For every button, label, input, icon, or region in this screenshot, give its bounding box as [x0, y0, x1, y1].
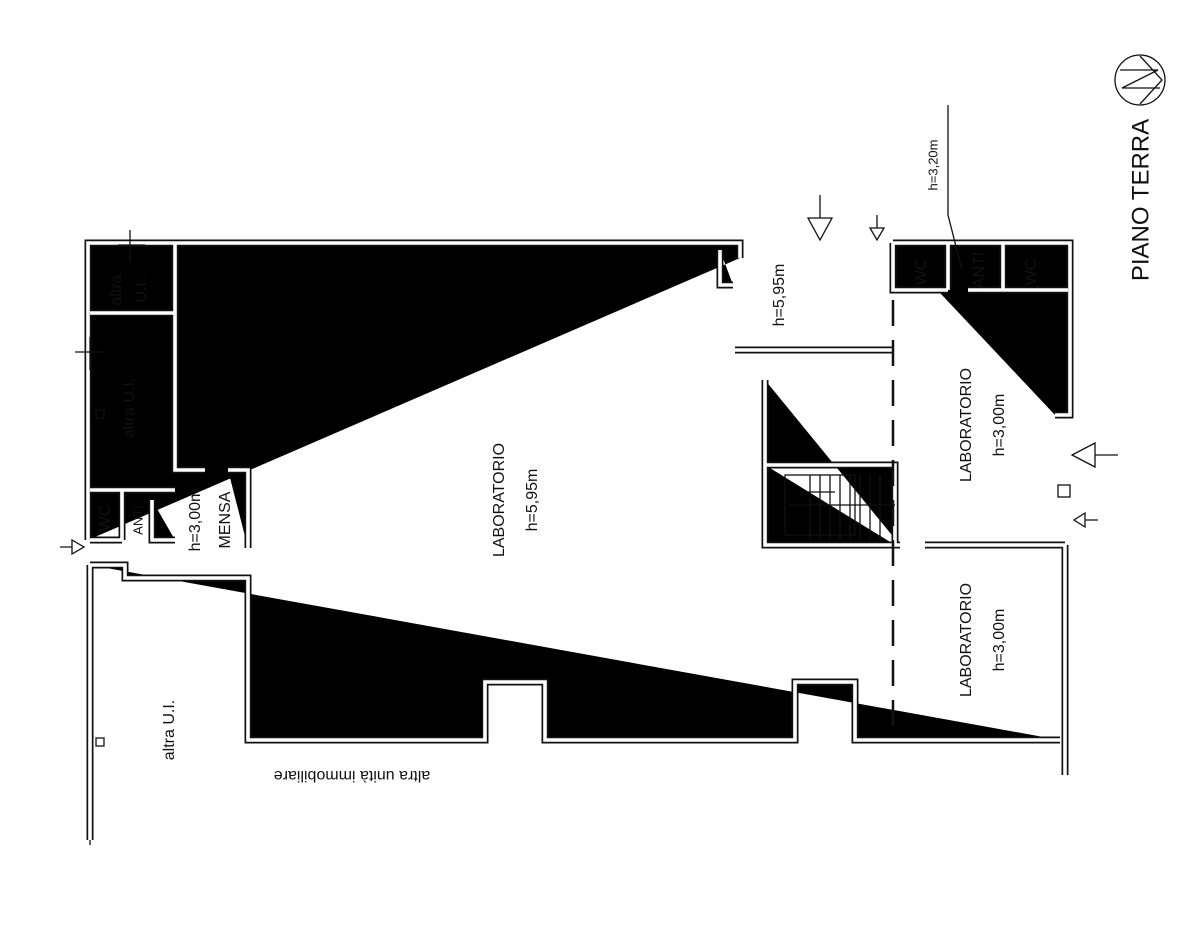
- room-lab-main: LABORATORIO: [491, 443, 508, 557]
- room-wc-right-2: WC: [1023, 259, 1040, 286]
- room-wc-right-1: WC: [913, 259, 930, 286]
- room-wc-left: WC: [97, 505, 114, 532]
- room-mensa: MENSA: [217, 491, 234, 548]
- room-lab-right-bottom-height: h=3,00m: [991, 609, 1008, 672]
- room-altra-mid: altra U.I.: [121, 378, 138, 438]
- walls: [88, 243, 1070, 840]
- room-anti-left: ANTI: [130, 505, 145, 535]
- arrow-left-small-icon: [1072, 511, 1098, 529]
- room-lab-right-top: LABORATORIO: [958, 368, 975, 482]
- room-mensa-height: h=3,00m: [187, 489, 204, 552]
- room-anti-right: ANTI: [971, 252, 988, 288]
- room-lab-main-height: h=5,95m: [524, 469, 541, 532]
- room-lab-right-bottom: LABORATORIO: [958, 583, 975, 697]
- arrow-right-entry-icon: [60, 538, 86, 556]
- arrow-left-large-icon: [1070, 441, 1118, 469]
- neighbor-label: altra unità immobiliare: [274, 767, 431, 784]
- height-entrance-label: h=5,95m: [771, 264, 788, 327]
- room-altra-small-2: U.I.: [133, 278, 150, 303]
- room-lab-right-top-height: h=3,00m: [991, 394, 1008, 457]
- staircase: [784, 474, 895, 540]
- details: [75, 105, 1071, 845]
- arrow-down-small-icon: [868, 215, 886, 242]
- floor-title: PIANO TERRA: [1127, 119, 1154, 281]
- room-altra-bottom: altra U.I.: [161, 700, 178, 760]
- entrance-arrows: [60, 195, 1118, 556]
- arrow-down-large-icon: [806, 195, 834, 242]
- height-wc-label: h=3,20m: [925, 140, 940, 191]
- room-altra-small-1: altra: [108, 274, 125, 305]
- north-symbol: [1114, 54, 1166, 106]
